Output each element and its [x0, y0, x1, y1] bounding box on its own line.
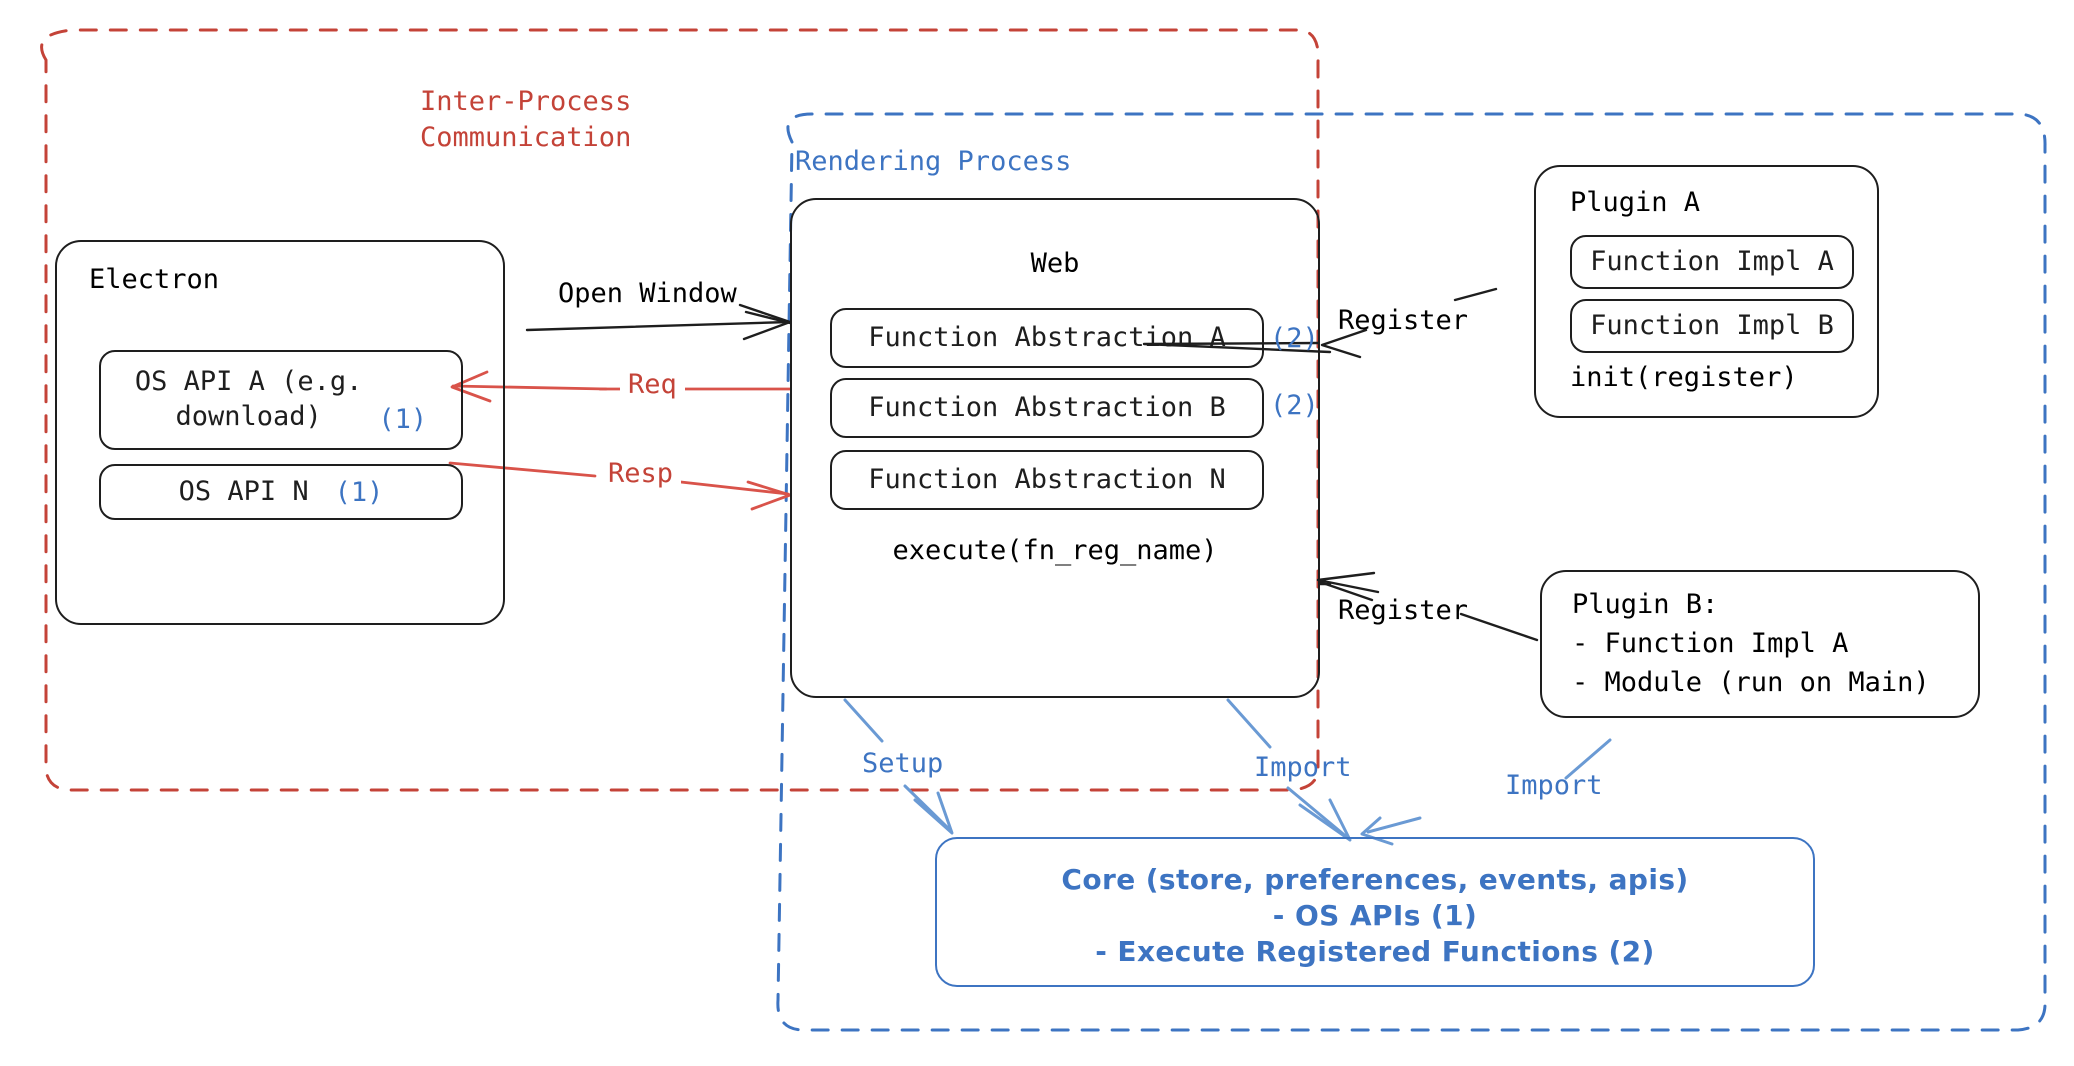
web-item-function-abstraction-n-label: Function Abstraction N	[868, 463, 1226, 495]
web-item-function-abstraction-a[interactable]: Function Abstraction A	[830, 308, 1264, 368]
electron-item-os-api-a[interactable]: OS API A (e.g.download) (1)	[99, 350, 463, 450]
edge-label-resp: Resp	[600, 458, 682, 489]
web-item-function-abstraction-b-label: Function Abstraction B	[868, 391, 1226, 423]
electron-item-os-api-n[interactable]: OS API N (1)	[99, 464, 463, 520]
web-item-function-abstraction-b-marker: (2)	[1270, 390, 1319, 421]
edge-label-req: Req	[620, 369, 685, 400]
open-window-arrow	[525, 303, 792, 341]
edge-label-import-web: Import	[1254, 752, 1352, 783]
plugin-b-content: Plugin B: - Function Impl A - Module (run …	[1572, 585, 1930, 702]
plugin-a-item-function-impl-a[interactable]: Function Impl A	[1570, 235, 1854, 289]
plugin-a-footer-init: init(register)	[1570, 362, 1798, 393]
plugin-a-item-function-impl-b-wrap: Function Impl B	[1572, 301, 1852, 351]
plugin-a-item-function-impl-b-label: Function Impl B	[1590, 309, 1834, 341]
rendering-process-region-label: Rendering Process	[795, 146, 1072, 177]
web-box[interactable]: Web Function Abstraction A (2) Function …	[790, 198, 1320, 698]
plugin-a-item-function-impl-a-wrap: Function Impl A	[1572, 237, 1852, 287]
electron-item-os-api-a-line1: OS API A (e.g.	[134, 366, 363, 398]
web-footer-execute: execute(fn_reg_name)	[892, 535, 1218, 566]
plugin-b-title: Plugin B:	[1572, 589, 1719, 620]
plugin-a-title: Plugin A	[1570, 187, 1701, 218]
edge-label-register-top: Register	[1338, 305, 1469, 336]
web-item-function-abstraction-n[interactable]: Function Abstraction N	[830, 450, 1264, 510]
web-item-function-abstraction-a-label-wrap: Function Abstraction A	[832, 310, 1262, 366]
ipc-region-label-line2: Communication	[420, 121, 632, 153]
electron-box[interactable]: Electron OS API A (e.g.download) (1) OS …	[55, 240, 505, 625]
edge-label-import-plugin-b: Import	[1505, 770, 1603, 801]
electron-item-os-api-n-label: OS API N	[178, 475, 309, 507]
electron-item-os-api-a-content: OS API A (e.g.download) (1)	[101, 352, 461, 448]
electron-item-os-api-n-marker: (1)	[334, 476, 384, 508]
web-item-function-abstraction-a-marker: (2)	[1270, 323, 1319, 354]
edge-label-setup: Setup	[862, 748, 944, 779]
core-box[interactable]: Core (store, preferences, events, apis) …	[935, 837, 1815, 987]
plugin-b-line-module: - Module (run on Main)	[1572, 667, 1930, 699]
web-item-function-abstraction-b[interactable]: Function Abstraction B	[830, 378, 1264, 438]
plugin-a-item-function-impl-a-label: Function Impl A	[1590, 245, 1834, 277]
web-title: Web	[1030, 248, 1080, 279]
plugin-b-box[interactable]: Plugin B: - Function Impl A - Module (run …	[1540, 570, 1980, 718]
web-item-function-abstraction-n-label-wrap: Function Abstraction N	[832, 452, 1262, 508]
core-line-os-apis: - OS APIs (1)	[1272, 899, 1478, 932]
web-item-function-abstraction-b-label-wrap: Function Abstraction B	[832, 380, 1262, 436]
web-item-function-abstraction-a-label: Function Abstraction A	[868, 321, 1226, 353]
edge-label-register-bottom: Register	[1338, 595, 1469, 626]
core-line-title: Core (store, preferences, events, apis)	[1061, 863, 1689, 896]
plugin-a-box[interactable]: Plugin A Function Impl A Function Impl B…	[1534, 165, 1879, 418]
core-line-execute-registered-functions: - Execute Registered Functions (2)	[1095, 935, 1655, 968]
electron-item-os-api-a-marker: (1)	[378, 403, 428, 435]
electron-title: Electron	[89, 264, 220, 295]
electron-item-os-api-n-content: OS API N (1)	[101, 466, 461, 518]
plugin-b-line-function-impl-a: - Function Impl A	[1572, 628, 1849, 660]
edge-label-open-window: Open Window	[558, 278, 737, 309]
ipc-region-label-line1: Inter-Process	[420, 86, 632, 117]
plugin-a-item-function-impl-b[interactable]: Function Impl B	[1570, 299, 1854, 353]
electron-item-os-api-a-line2: download)	[175, 401, 322, 432]
